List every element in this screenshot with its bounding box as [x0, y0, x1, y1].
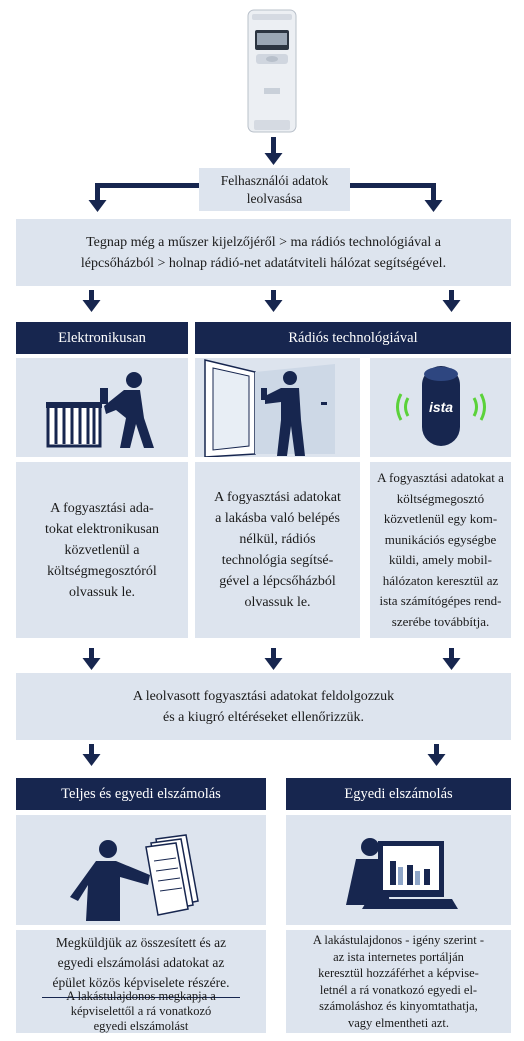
- billing-left-text-1: Megküldjük az összesített és az egyedi e…: [52, 935, 230, 990]
- arrow-down-icon: [82, 290, 101, 312]
- person-at-door-icon: [204, 359, 335, 458]
- header-radio: Rádiós technológiával: [195, 322, 511, 354]
- ista-brand-label: ista: [429, 399, 453, 415]
- billing-right-text: A lakástulajdonos - igény szerint - az i…: [286, 930, 511, 1033]
- method-text-electronic: A fogyasztási ada- tokat elektronikusan …: [16, 462, 188, 638]
- heat-cost-allocator-device: [246, 8, 298, 135]
- arrow-down-icon: [264, 137, 283, 165]
- heat-cost-allocator-device-icon: [247, 9, 297, 133]
- arrow-down-icon: [264, 648, 283, 670]
- arrow-down-icon: [264, 290, 283, 312]
- arrow-down-icon: [82, 744, 101, 766]
- method-text-radio: A fogyasztási adatokat a lakásba való be…: [195, 462, 360, 638]
- branch-arrow-right-icon: [350, 183, 443, 212]
- arrow-down-icon: [427, 744, 446, 766]
- person-reading-radiator-icon: [46, 372, 154, 448]
- divider: [42, 997, 240, 998]
- arrow-down-icon: [442, 648, 461, 670]
- arrow-down-icon: [442, 290, 461, 312]
- branch-arrow-left-icon: [88, 183, 199, 212]
- picture-electronic: [16, 358, 188, 457]
- picture-laptop: [286, 815, 511, 925]
- picture-radio-door: [195, 358, 360, 458]
- laptop-with-chart-icon: [346, 838, 458, 909]
- method-text-network: A fogyasztási adatokat a költségmegosztó…: [370, 462, 511, 638]
- person-with-documents-icon: [70, 834, 199, 921]
- header-full-billing: Teljes és egyedi elszámolás: [16, 778, 266, 810]
- processing-text: A leolvasott fogyasztási adatokat feldol…: [16, 673, 511, 740]
- ista-radio-unit-icon: ista: [396, 366, 486, 446]
- intro-text: Tegnap még a műszer kijelzőjéről > ma rá…: [16, 219, 511, 286]
- reading-title: Felhasználói adatok leolvasása: [199, 168, 350, 211]
- header-individual-billing: Egyedi elszámolás: [286, 778, 511, 810]
- header-electronic: Elektronikusan: [16, 322, 188, 354]
- arrow-down-icon: [82, 648, 101, 670]
- picture-radio-unit: ista: [370, 358, 511, 457]
- billing-left-panel: Megküldjük az összesített és az egyedi e…: [16, 930, 266, 1033]
- picture-documents: [16, 815, 266, 925]
- billing-left-text-2: A lakástulajdonos megkapja a képviselett…: [66, 989, 216, 1033]
